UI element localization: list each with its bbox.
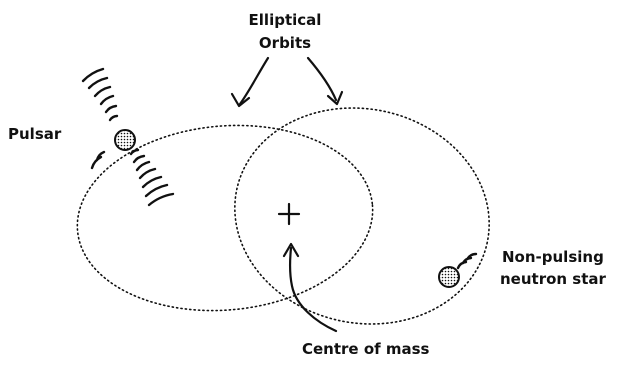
arrow-to-pulsar-orbit [232,58,268,106]
elliptical-orbits-label-line1: Elliptical [249,11,322,29]
plus-icon [279,204,299,224]
neutron-star-trail-marks [458,254,476,268]
pulsar-beam-side-marks [92,152,104,168]
pulsar-label: Pulsar [8,125,62,143]
pulsar-beam-lower [131,150,173,205]
pulsar-beam-upper [83,69,117,120]
elliptical-orbits-label-line2: Orbits [259,34,311,52]
arrow-to-centre-of-mass [284,244,336,331]
dotted-star-icon [439,267,459,287]
centre-of-mass-label: Centre of mass [302,340,430,358]
non-pulsing-label-line2: neutron star [500,270,607,288]
dotted-star-icon [115,130,135,150]
companion-orbit [215,85,510,348]
non-pulsing-label-line1: Non-pulsing [502,248,604,266]
arrow-to-companion-orbit [308,58,342,104]
